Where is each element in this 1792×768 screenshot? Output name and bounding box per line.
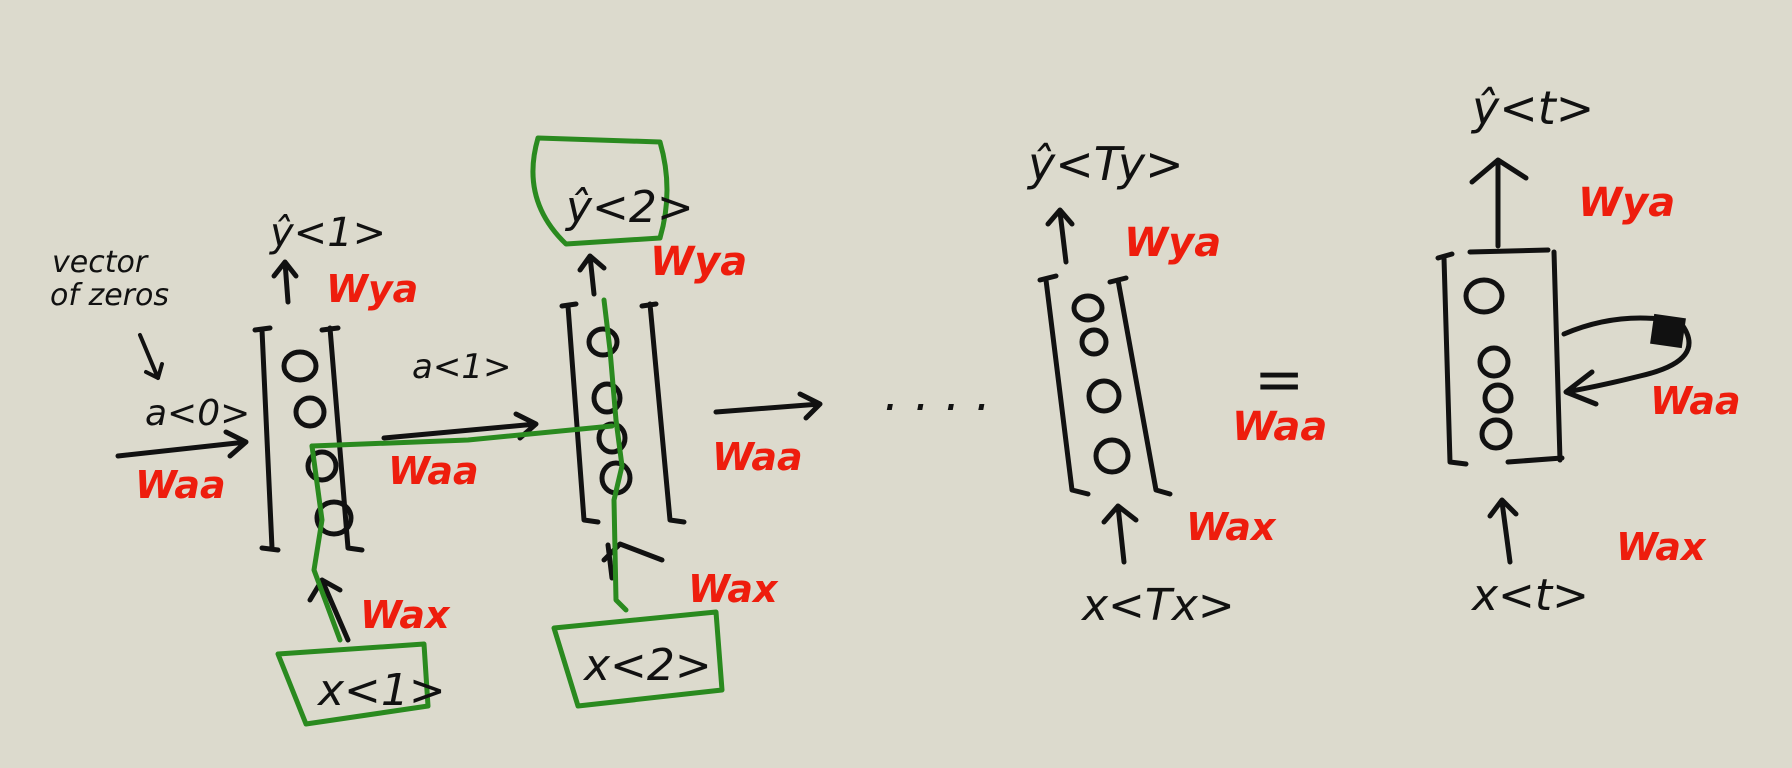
rnn-cell-rolled: [1435, 247, 1565, 467]
unit-1-3: [305, 449, 339, 483]
label-x1: x<1>: [316, 665, 446, 716]
label-wax-1: Wax: [360, 593, 451, 637]
arrow-y1-up: [271, 259, 299, 305]
label-wax-2: Wax: [688, 567, 779, 611]
arrow-yTy-up: [1045, 207, 1075, 265]
note-of-zeros: of zeros: [50, 278, 169, 313]
arrow-xt-up: [1487, 497, 1519, 565]
label-waa-5: Waa: [1650, 379, 1741, 423]
arrow-x2-up: [601, 541, 665, 581]
arrow-y2-up: [577, 253, 607, 297]
unit-last-4: [1093, 437, 1131, 475]
label-wya-4: Wya: [1578, 180, 1675, 226]
arrow-a2: [713, 391, 823, 421]
label-wax-4: Wax: [1616, 525, 1707, 569]
unit-rolled-2: [1477, 345, 1511, 379]
unit-2-1: [586, 326, 620, 358]
label-a1: a<1>: [412, 347, 511, 387]
arrow-xTx-up: [1101, 503, 1139, 565]
arrow-yt-up: [1469, 157, 1529, 249]
unit-rolled-3: [1482, 382, 1514, 414]
highlight-path-horizontal: [309, 423, 615, 449]
note-arrow: [138, 333, 164, 380]
loop-delay-mark: [1650, 313, 1686, 349]
label-y1: ŷ<1>: [269, 210, 386, 256]
unit-last-3: [1086, 378, 1122, 414]
label-xt: x<t>: [1470, 570, 1589, 621]
note-vector: vector: [52, 245, 149, 280]
unit-1-1: [281, 349, 319, 383]
rnn-cell-last: [1037, 273, 1173, 497]
unit-1-2: [293, 395, 327, 429]
label-wya-3: Wya: [1124, 220, 1221, 266]
unit-rolled-4: [1479, 417, 1513, 451]
unit-1-4: [314, 499, 354, 537]
label-waa-4: Waa: [1232, 404, 1327, 450]
rnn-cell-1: [252, 325, 365, 553]
ellipsis: . . . .: [884, 366, 991, 422]
label-waa-3: Waa: [712, 435, 803, 479]
label-y2: ŷ<2>: [564, 182, 694, 233]
label-wax-3: Wax: [1186, 505, 1277, 549]
recurrent-loop-arrow: [1561, 315, 1692, 407]
label-yTy: ŷ<Ty>: [1026, 137, 1184, 191]
highlight-path-vertical-2: [601, 297, 629, 613]
equals-sign: =: [1254, 345, 1304, 415]
unit-2-2: [591, 381, 623, 415]
input-box-x2: x<2>: [551, 609, 725, 709]
unit-last-1: [1071, 293, 1105, 323]
unit-rolled-1: [1463, 277, 1505, 315]
label-a0: a<0>: [145, 393, 250, 434]
unit-last-2: [1079, 327, 1109, 357]
label-waa-2: Waa: [388, 449, 479, 493]
input-box-x1: x<1>: [275, 641, 446, 727]
rnn-cell-2: [559, 301, 687, 525]
label-wya-2: Wya: [650, 239, 747, 285]
label-x2: x<2>: [582, 640, 712, 691]
arrow-x1-up: [307, 577, 351, 643]
arrow-a0: [115, 429, 249, 459]
label-waa-1: Waa: [135, 463, 226, 507]
label-wya-1: Wya: [326, 267, 418, 311]
highlight-path-vertical-1: [309, 443, 343, 643]
output-box-y2: ŷ<2>: [530, 135, 694, 247]
label-yt: ŷ<t>: [1470, 81, 1594, 135]
label-xTx: x<Tx>: [1080, 580, 1235, 631]
